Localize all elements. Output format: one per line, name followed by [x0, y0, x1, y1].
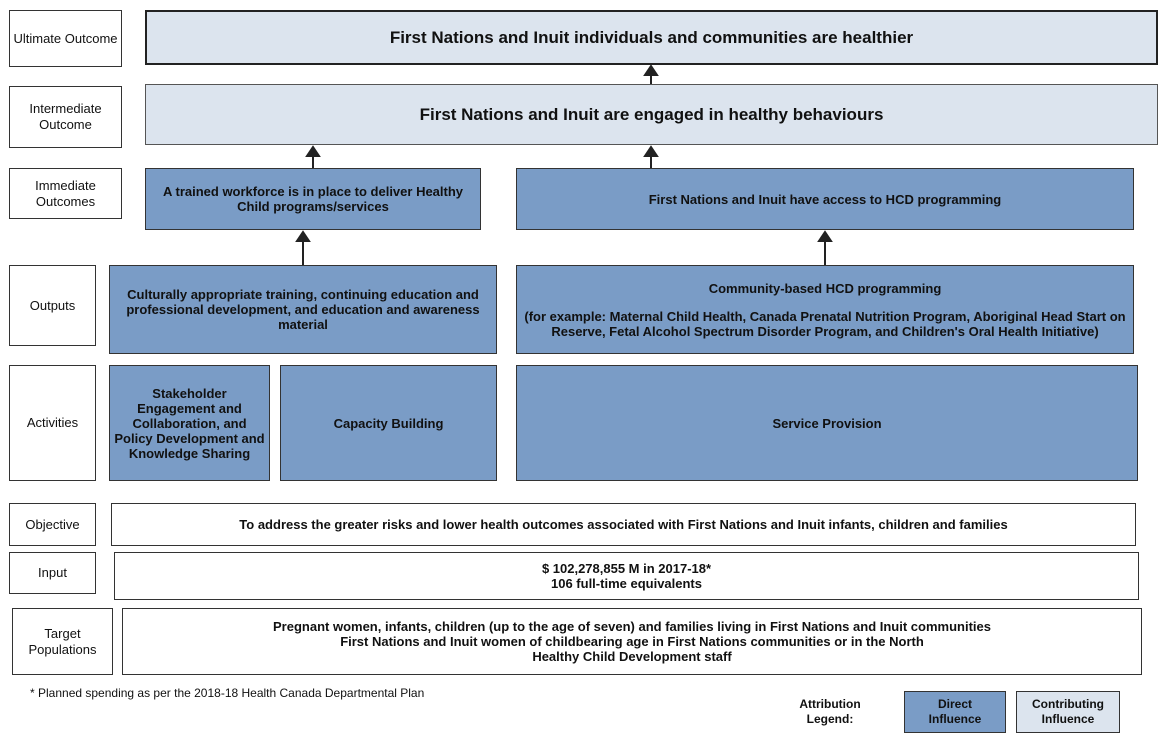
level-label-immediate: Immediate Outcomes: [9, 168, 122, 219]
objective-text: To address the greater risks and lower h…: [239, 517, 1008, 532]
output-community-title: Community-based HCD programming: [708, 280, 942, 296]
activity-capacity: Capacity Building: [280, 365, 497, 481]
arrow-head-icon: [305, 145, 321, 157]
legend-direct-text: Direct Influence: [928, 697, 982, 726]
level-label-activities-text: Activities: [26, 415, 79, 430]
arrow-head-icon: [295, 230, 311, 242]
immediate-outcome-workforce-text: A trained workforce is in place to deliv…: [162, 184, 464, 214]
target-population-line: Healthy Child Development staff: [532, 649, 732, 664]
output-training-text: Culturally appropriate training, continu…: [126, 287, 480, 332]
activity-service-text: Service Provision: [772, 415, 882, 431]
objective-box: To address the greater risks and lower h…: [111, 503, 1136, 546]
legend-title: Attribution Legend:: [799, 697, 861, 726]
immediate-outcome-access-text: First Nations and Inuit have access to H…: [648, 191, 1002, 207]
output-community: Community-based HCD programming (for exa…: [516, 265, 1134, 354]
legend-contributing-text: Contributing Influence: [1032, 697, 1104, 726]
legend-contributing: Contributing Influence: [1016, 691, 1120, 733]
activity-capacity-text: Capacity Building: [333, 415, 444, 431]
input-fte: 106 full-time equivalents: [551, 576, 702, 591]
arrow-head-icon: [817, 230, 833, 242]
level-label-ultimate-text: Ultimate Outcome: [13, 30, 118, 46]
intermediate-outcome-text: First Nations and Inuit are engaged in h…: [419, 104, 884, 124]
activity-stakeholder: Stakeholder Engagement and Collaboration…: [109, 365, 270, 481]
ultimate-outcome-box: First Nations and Inuit individuals and …: [145, 10, 1158, 65]
immediate-outcome-workforce: A trained workforce is in place to deliv…: [145, 168, 481, 230]
output-community-examples: (for example: Maternal Child Health, Can…: [524, 308, 1126, 339]
target-population-line: First Nations and Inuit women of childbe…: [340, 634, 924, 649]
arrow-head-icon: [643, 64, 659, 76]
footnote: * Planned spending as per the 2018-18 He…: [30, 686, 425, 700]
intermediate-outcome-box: First Nations and Inuit are engaged in h…: [145, 84, 1158, 145]
level-label-outputs: Outputs: [9, 265, 96, 346]
level-label-objective-text: Objective: [25, 516, 80, 532]
level-label-target: Target Populations: [12, 608, 113, 675]
level-label-objective: Objective: [9, 503, 96, 546]
target-population-line: Pregnant women, infants, children (up to…: [273, 619, 991, 634]
activity-stakeholder-text: Stakeholder Engagement and Collaboration…: [114, 385, 265, 461]
activity-service: Service Provision: [516, 365, 1138, 481]
output-training: Culturally appropriate training, continu…: [109, 265, 497, 354]
level-label-input: Input: [9, 552, 96, 594]
immediate-outcome-access: First Nations and Inuit have access to H…: [516, 168, 1134, 230]
level-label-intermediate-text: Intermediate Outcome: [29, 101, 102, 132]
level-label-intermediate: Intermediate Outcome: [9, 86, 122, 148]
level-label-input-text: Input: [38, 565, 67, 580]
input-spending: $ 102,278,855 M in 2017-18*: [541, 561, 712, 576]
arrow-head-icon: [643, 145, 659, 157]
ultimate-outcome-text: First Nations and Inuit individuals and …: [389, 27, 914, 47]
level-label-ultimate: Ultimate Outcome: [9, 10, 122, 67]
legend-direct: Direct Influence: [904, 691, 1006, 733]
level-label-immediate-text: Immediate Outcomes: [35, 177, 96, 209]
target-populations-box: Pregnant women, infants, children (up to…: [122, 608, 1142, 675]
input-box: $ 102,278,855 M in 2017-18* 106 full-tim…: [114, 552, 1139, 600]
level-label-target-text: Target Populations: [28, 625, 97, 657]
level-label-outputs-text: Outputs: [29, 297, 76, 313]
level-label-activities: Activities: [9, 365, 96, 481]
